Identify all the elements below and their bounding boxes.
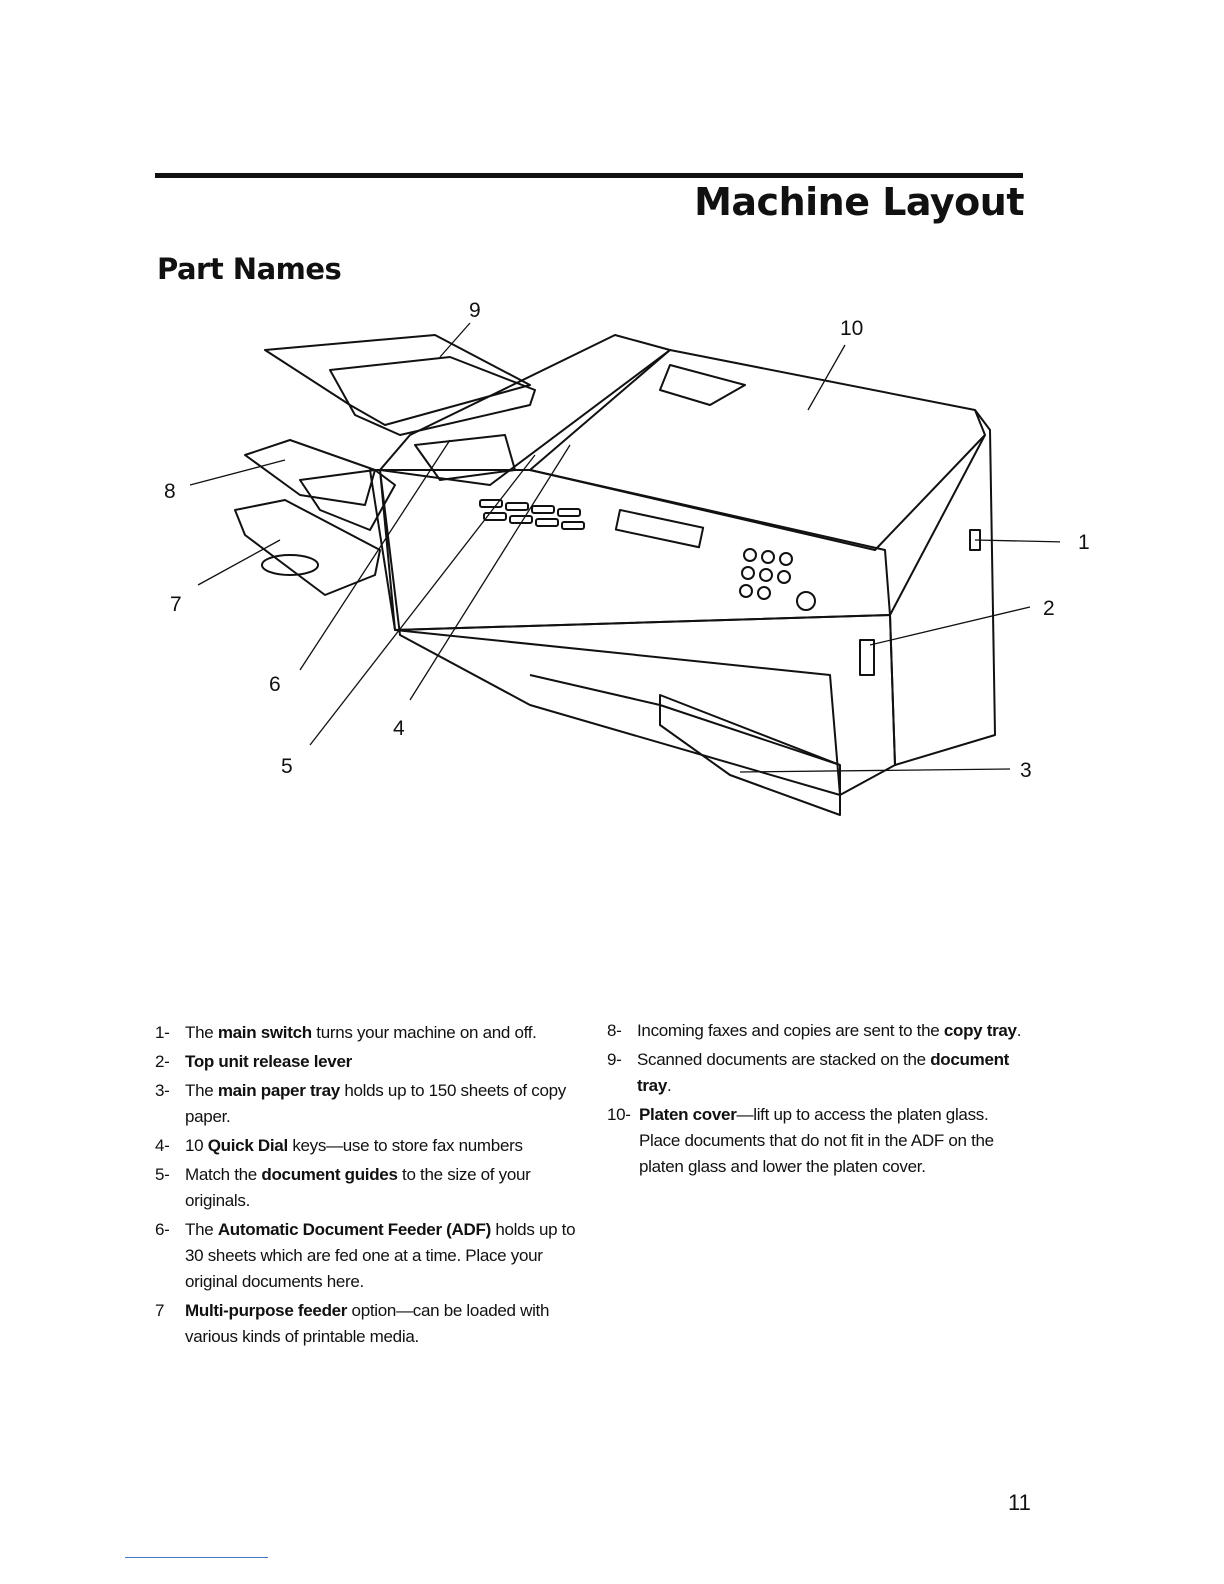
leader-2 <box>869 606 1031 646</box>
callout-10: 10 <box>840 317 864 340</box>
leader-8 <box>189 459 286 486</box>
platen-cover <box>529 349 986 551</box>
copy-tray-upper <box>244 439 376 506</box>
list-item: 2-Top unit release lever <box>155 1052 352 1071</box>
leader-10 <box>807 344 846 411</box>
copy-tray-lower <box>299 469 396 531</box>
list-item: 3-The main paper tray holds up to 150 sh… <box>155 1081 566 1126</box>
callout-4: 4 <box>393 717 405 740</box>
callout-1: 1 <box>1078 531 1090 554</box>
callout-2: 2 <box>1043 597 1055 620</box>
callout-6: 6 <box>269 673 281 696</box>
leader-7 <box>197 539 281 586</box>
callout-3: 3 <box>1020 759 1032 782</box>
page-title: Machine Layout <box>694 180 1024 224</box>
leader-3 <box>739 768 1011 773</box>
callout-7: 7 <box>170 593 182 616</box>
callout-8: 8 <box>164 480 176 503</box>
document-tray-upper <box>264 334 531 426</box>
leader-9 <box>439 322 471 358</box>
leader-6 <box>299 439 451 671</box>
fax-machine-drawing <box>189 322 1066 816</box>
operation-panel <box>369 469 891 631</box>
adf-guide-block <box>414 434 516 481</box>
callout-9: 9 <box>469 299 481 322</box>
document-tray-lower <box>329 356 536 436</box>
list-item: 8-Incoming faxes and copies are sent to … <box>607 1021 1022 1040</box>
parts-list-right: 8-Incoming faxes and copies are sent to … <box>607 1018 1027 1183</box>
page-number: 11 <box>1008 1490 1031 1515</box>
paper-tray-front <box>659 694 841 816</box>
leader-1 <box>974 539 1066 543</box>
list-item: 6-The Automatic Document Feeder (ADF) ho… <box>155 1220 576 1291</box>
keypad <box>739 548 816 611</box>
leader-4 <box>409 444 571 701</box>
right-side <box>889 409 996 766</box>
front-body <box>379 469 841 796</box>
platen-slot <box>659 364 746 406</box>
multi-purpose-feeder <box>234 499 381 596</box>
list-item: 5-Match the document guides to the size … <box>155 1165 531 1210</box>
list-item: 10-Platen cover—lift up to access the pl… <box>607 1105 994 1176</box>
release-lever-shape <box>859 639 875 676</box>
leader-5 <box>309 454 536 746</box>
front-panel-edge <box>394 614 896 796</box>
machine-illustration: 9 10 8 7 6 4 5 1 2 3 <box>150 295 1090 835</box>
callout-5: 5 <box>281 755 293 778</box>
section-title: Part Names <box>157 252 342 286</box>
adf-unit <box>379 334 671 486</box>
header-rule <box>155 173 1023 178</box>
tray-line <box>529 674 841 766</box>
feeder-wheel <box>261 554 319 576</box>
list-item: 9-Scanned documents are stacked on the d… <box>607 1050 1010 1095</box>
lcd-display <box>614 509 705 549</box>
footer-rule <box>125 1557 268 1558</box>
list-item: 1-The main switch turns your machine on … <box>155 1023 537 1042</box>
list-item: 4-10 Quick Dial keys—use to store fax nu… <box>155 1136 523 1155</box>
parts-list-left: 1-The main switch turns your machine on … <box>155 1020 585 1353</box>
